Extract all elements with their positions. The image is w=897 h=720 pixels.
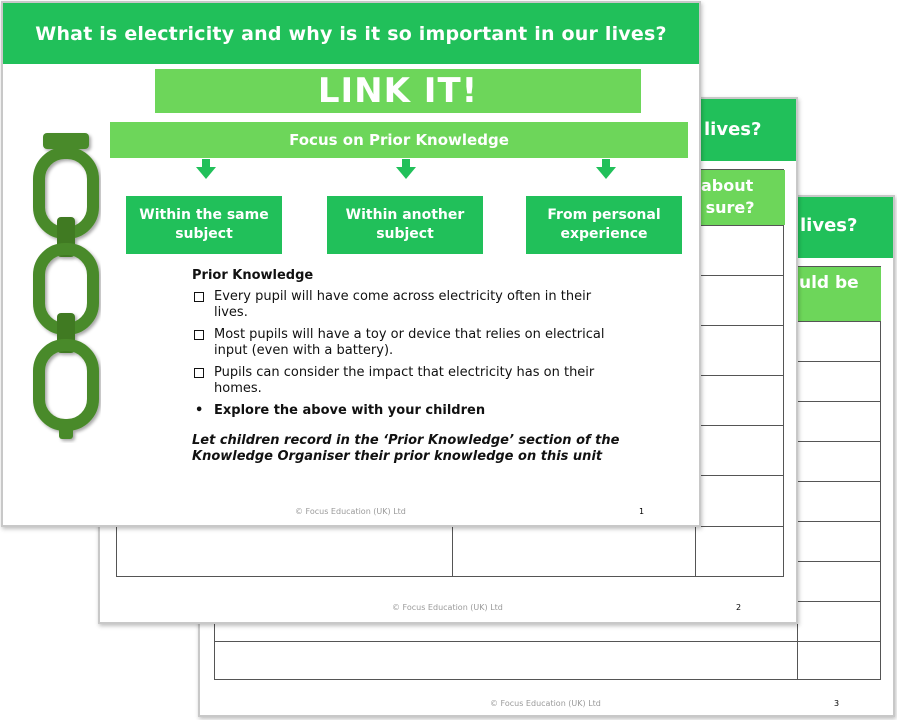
slide-1: What is electricity and why is it so imp… (1, 1, 701, 527)
slide-3-table-header-cell: uld be (797, 267, 881, 321)
category-line: Within the same (139, 207, 269, 223)
slide-2-header-fragment-2: o sure? (689, 198, 755, 217)
slide-3-footer: © Focus Education (UK) Ltd (490, 699, 601, 708)
list-item: Every pupil will have come across electr… (192, 289, 622, 321)
slide-3-page-number: 3 (834, 699, 840, 708)
category-same-subject: Within the same subject (126, 196, 282, 254)
category-line: Within another (345, 207, 465, 223)
bullet-dot-icon: • (195, 403, 204, 418)
category-another-subject: Within another subject (327, 196, 483, 254)
list-item: Pupils can consider the impact that elec… (192, 365, 622, 397)
list-item-text: Most pupils will have a toy or device th… (214, 327, 605, 358)
slide-3-title-fragment: lives? (800, 215, 858, 236)
chain-links-icon (33, 133, 99, 439)
category-line: From personal (547, 207, 661, 223)
arrow-down-icon (396, 159, 416, 179)
slide-3-header-fragment: uld be (799, 273, 859, 293)
slide-2-table-header-cell: about o sure? (689, 170, 785, 225)
slide-2-page-number: 2 (736, 603, 742, 612)
category-line: subject (175, 226, 233, 242)
checkbox-bullet-icon (194, 292, 204, 302)
checkbox-bullet-icon (194, 368, 204, 378)
slide-2-header-fragment-1: about (701, 176, 754, 195)
checkbox-bullet-icon (194, 330, 204, 340)
slide-1-footer: © Focus Education (UK) Ltd (295, 507, 406, 516)
prior-knowledge-section: Prior Knowledge Every pupil will have co… (192, 268, 622, 465)
list-item: • Explore the above with your children (192, 403, 622, 419)
arrow-down-icon (596, 159, 616, 179)
focus-bar: Focus on Prior Knowledge (110, 122, 688, 158)
slide-1-page-number: 1 (639, 507, 645, 516)
link-it-banner: LINK IT! (155, 69, 641, 113)
category-line: subject (376, 226, 434, 242)
prior-knowledge-note: Let children record in the ‘Prior Knowle… (192, 433, 620, 464)
slide-2-footer: © Focus Education (UK) Ltd (392, 603, 503, 612)
list-item: Most pupils will have a toy or device th… (192, 327, 622, 359)
list-item-text: Every pupil will have come across electr… (214, 289, 592, 320)
table-row-line (215, 641, 880, 642)
category-personal-experience: From personal experience (526, 196, 682, 254)
prior-knowledge-heading: Prior Knowledge (192, 268, 314, 283)
slide-1-title: What is electricity and why is it so imp… (3, 3, 699, 64)
list-item-text: Explore the above with your children (214, 403, 486, 418)
category-line: experience (560, 226, 648, 242)
list-item-text: Pupils can consider the impact that elec… (214, 365, 595, 396)
slide-2-title-fragment: lives? (704, 119, 762, 140)
arrow-down-icon (196, 159, 216, 179)
